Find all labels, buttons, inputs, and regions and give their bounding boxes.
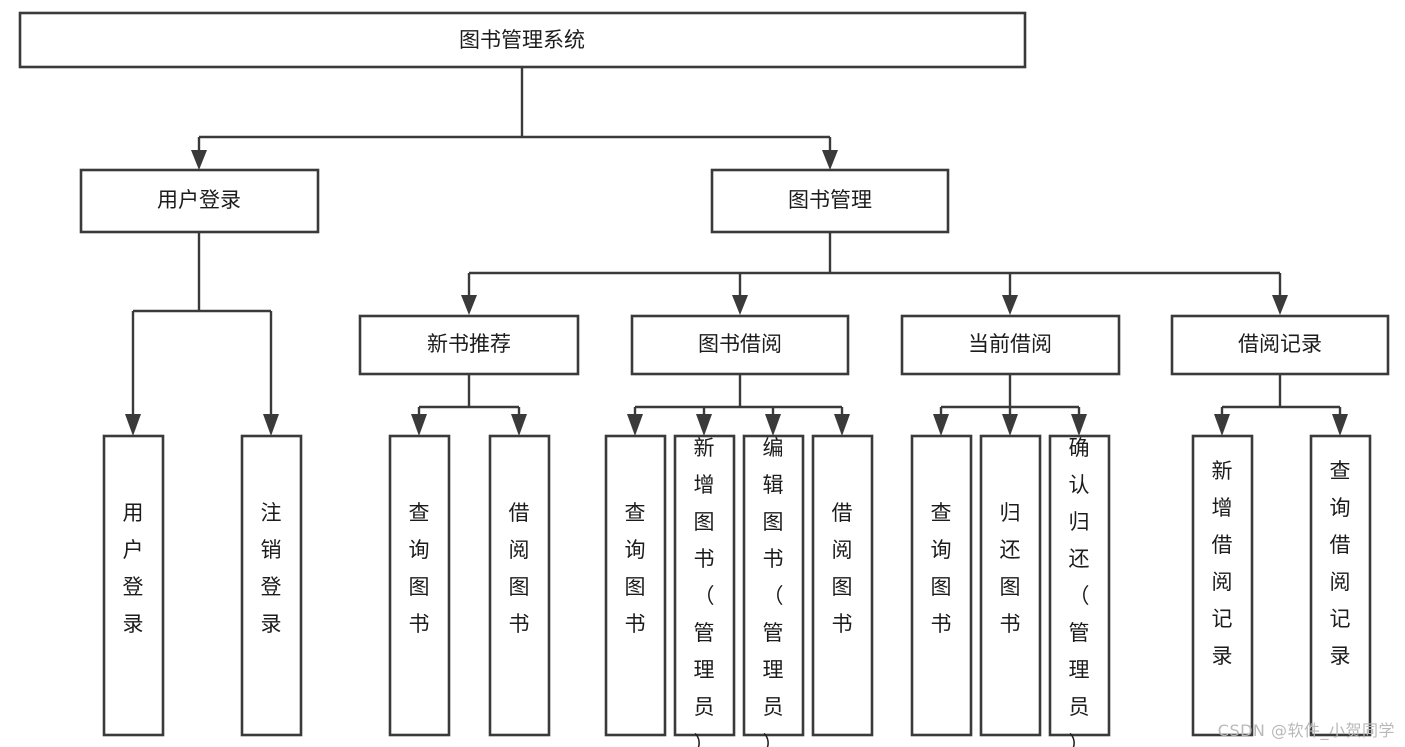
leaf-query-book-recommend-label: 查询图书 xyxy=(409,501,430,636)
node-book-borrow-box xyxy=(630,314,850,376)
arrow-leaf-add-record xyxy=(1214,414,1230,436)
leaf-borrow-book-recommend-box xyxy=(488,434,551,737)
node-current-borrow-box xyxy=(900,314,1121,376)
leaf-add-book-box xyxy=(673,434,736,737)
leaf-return-book-box xyxy=(979,434,1042,737)
node-root-box xyxy=(18,11,1027,69)
leaf-query-book-current-box xyxy=(910,434,973,737)
node-root-system[interactable]: 图书管理系统 xyxy=(18,11,1027,69)
node-user-login[interactable]: 用户登录 xyxy=(79,168,320,234)
node-new-book-recommend-box xyxy=(358,314,580,376)
arrow-leaf-query-book-2 xyxy=(627,414,643,436)
leaf-user-login-box xyxy=(102,434,165,737)
arrow-to-current xyxy=(1002,295,1018,315)
node-book-borrow-label: 图书借阅 xyxy=(698,332,782,356)
leaf-add-book-label: 新增图书（管理员） xyxy=(694,436,715,747)
leaf-borrow-book-recommend-label: 借阅图书 xyxy=(509,501,530,636)
leaf-query-borrow-record[interactable]: 查询借阅记录 xyxy=(1309,434,1372,737)
leaf-query-borrow-record-box xyxy=(1309,434,1372,737)
leaf-add-book[interactable]: 新增图书（管理员） xyxy=(673,434,736,747)
leaf-user-login-label: 用户登录 xyxy=(123,501,144,636)
node-root-label: 图书管理系统 xyxy=(459,28,585,52)
arrow-leaf-return-book xyxy=(1002,414,1018,436)
node-user-login-label: 用户登录 xyxy=(157,188,241,212)
leaf-query-book-recommend-box xyxy=(388,434,451,737)
leaf-edit-book-box xyxy=(742,434,805,737)
arrow-to-borrow xyxy=(732,295,748,315)
leaf-query-book-current[interactable]: 查询图书 xyxy=(910,434,973,737)
leaf-add-borrow-record-box xyxy=(1191,434,1254,737)
leaf-confirm-return-box xyxy=(1048,434,1111,737)
arrow-leaf-edit-book xyxy=(765,414,781,436)
leaf-logout-label: 注销登录 xyxy=(261,501,282,636)
leaf-edit-book[interactable]: 编辑图书（管理员） xyxy=(742,434,805,747)
leaf-borrow-book-borrow[interactable]: 借阅图书 xyxy=(811,434,874,737)
arrow-to-records xyxy=(1272,295,1288,315)
leaf-return-book-label: 归还图书 xyxy=(1000,501,1021,636)
node-current-borrow-label: 当前借阅 xyxy=(968,332,1052,356)
arrow-leaf-query-book-1 xyxy=(411,414,427,436)
arrow-leaf-borrow-book-2 xyxy=(834,414,850,436)
arrow-leaf-add-book xyxy=(696,414,712,436)
arrow-to-book-mgmt xyxy=(822,150,838,170)
node-new-book-recommend[interactable]: 新书推荐 xyxy=(358,314,580,376)
leaf-query-book-borrow-label: 查询图书 xyxy=(625,501,646,636)
node-book-borrow[interactable]: 图书借阅 xyxy=(630,314,850,376)
leaf-logout[interactable]: 注销登录 xyxy=(240,434,303,737)
arrow-leaf-user-login xyxy=(125,414,141,436)
arrow-leaf-query-record xyxy=(1332,414,1348,436)
leaf-query-book-current-label: 查询图书 xyxy=(931,501,952,636)
leaf-query-book-recommend[interactable]: 查询图书 xyxy=(388,434,451,737)
node-borrow-records-box xyxy=(1170,314,1390,376)
node-current-borrow[interactable]: 当前借阅 xyxy=(900,314,1121,376)
leaf-borrow-book-borrow-box xyxy=(811,434,874,737)
leaf-add-borrow-record-label: 新增借阅记录 xyxy=(1212,459,1233,668)
arrow-leaf-confirm-return xyxy=(1071,414,1087,436)
node-user-login-box xyxy=(79,168,320,234)
connector-group xyxy=(125,67,1348,436)
leaf-query-book-borrow[interactable]: 查询图书 xyxy=(604,434,667,737)
leaf-borrow-book-borrow-label: 借阅图书 xyxy=(832,501,853,636)
leaf-user-login[interactable]: 用户登录 xyxy=(102,434,165,737)
node-book-management-box xyxy=(710,168,950,234)
leaf-logout-box xyxy=(240,434,303,737)
arrow-to-user-login xyxy=(191,150,207,170)
node-book-management-label: 图书管理 xyxy=(788,188,872,212)
arrow-leaf-borrow-book-1 xyxy=(511,414,527,436)
node-new-book-recommend-label: 新书推荐 xyxy=(427,332,511,356)
leaf-borrow-book-recommend[interactable]: 借阅图书 xyxy=(488,434,551,737)
leaf-query-book-borrow-box xyxy=(604,434,667,737)
leaf-query-borrow-record-label: 查询借阅记录 xyxy=(1330,459,1351,668)
node-borrow-records-label: 借阅记录 xyxy=(1238,332,1322,356)
arrow-leaf-query-book-3 xyxy=(933,414,949,436)
leaf-edit-book-label: 编辑图书（管理员） xyxy=(763,436,784,747)
node-book-management[interactable]: 图书管理 xyxy=(710,168,950,234)
arrow-to-newbook xyxy=(461,295,477,315)
leaf-confirm-return-label: 确认归还（管理员） xyxy=(1069,436,1090,747)
leaf-add-borrow-record[interactable]: 新增借阅记录 xyxy=(1191,434,1254,737)
leaf-return-book[interactable]: 归还图书 xyxy=(979,434,1042,737)
leaf-confirm-return[interactable]: 确认归还（管理员） xyxy=(1048,434,1111,747)
node-borrow-records[interactable]: 借阅记录 xyxy=(1170,314,1390,376)
arrow-leaf-logout xyxy=(263,414,279,436)
